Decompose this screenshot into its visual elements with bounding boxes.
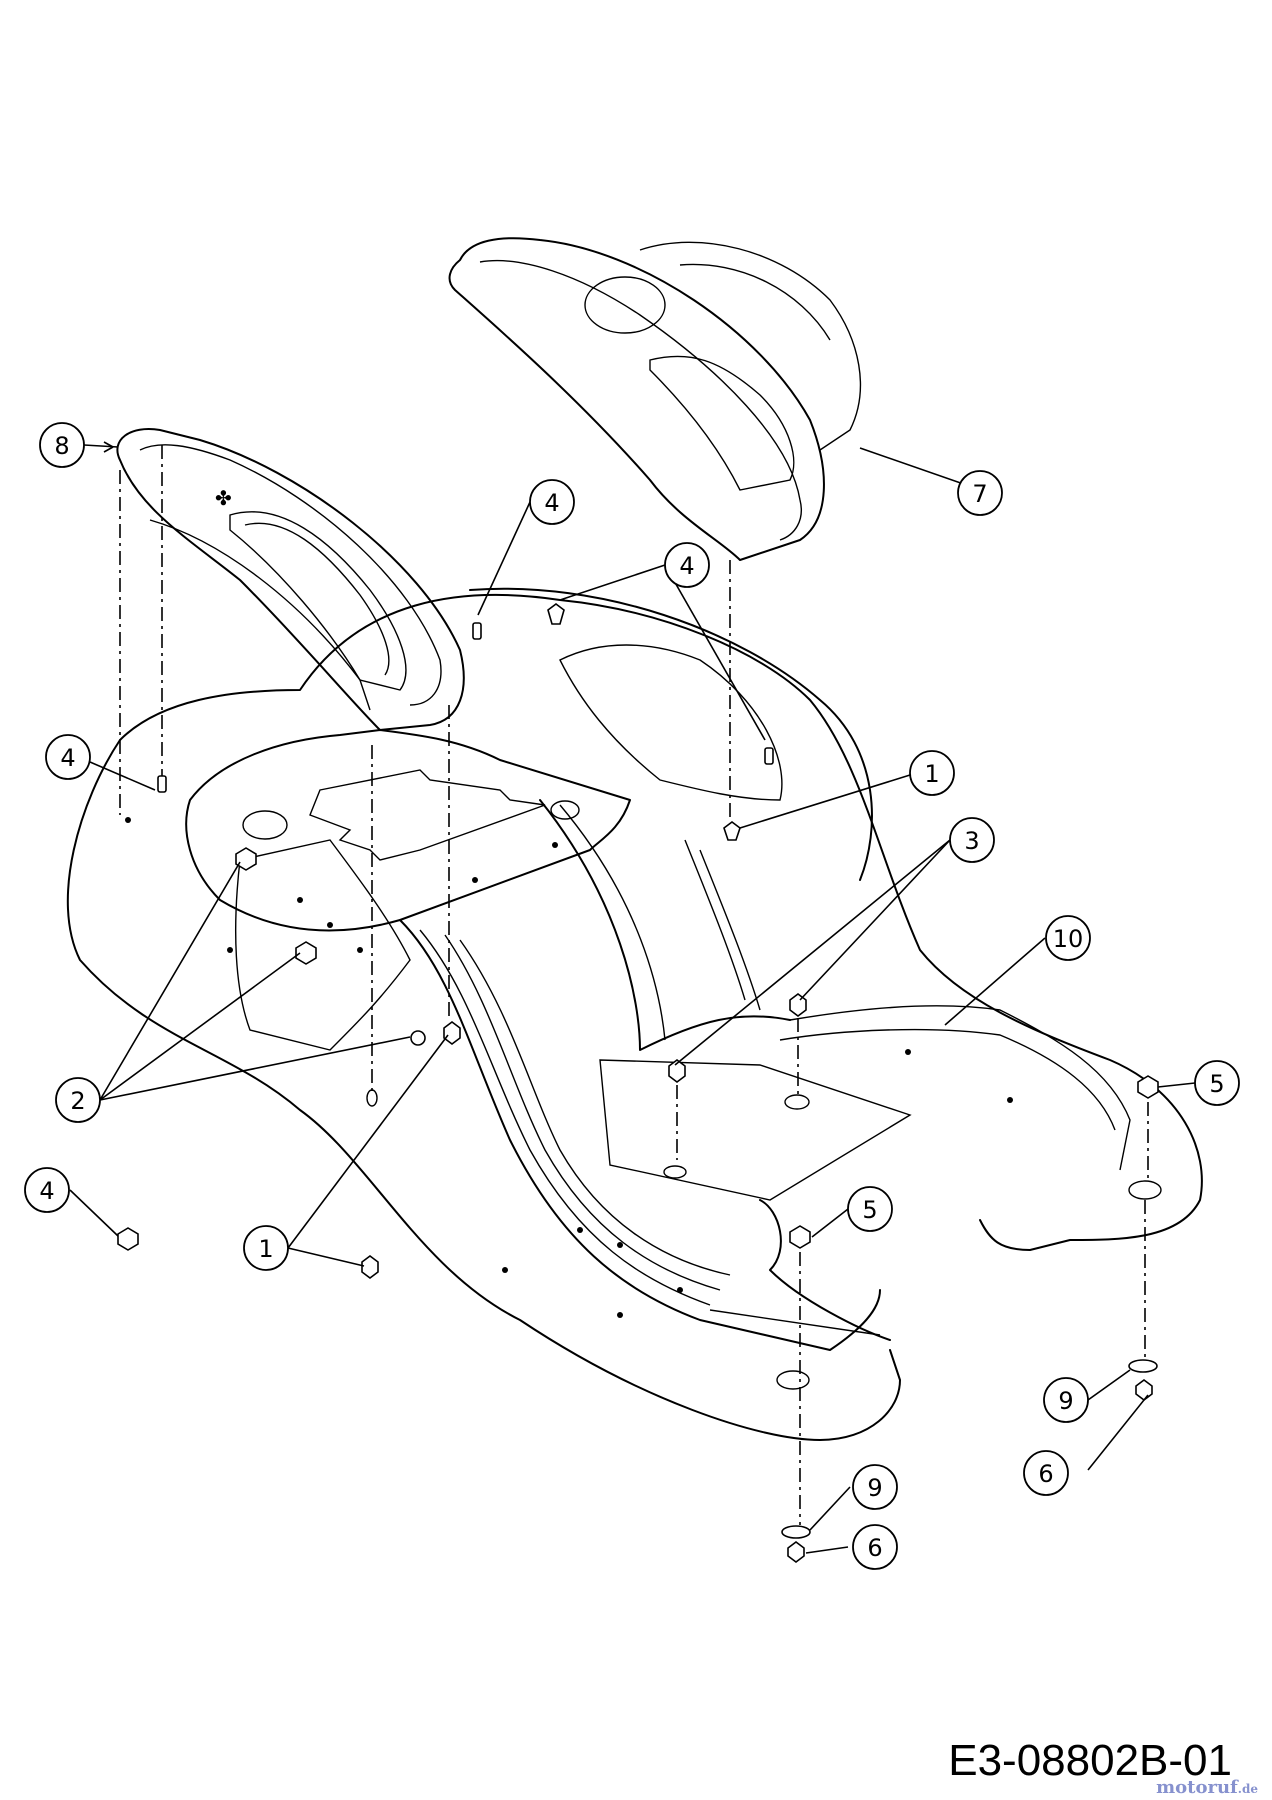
bolt-2-top (235, 847, 257, 871)
callout-5-front: 5 (847, 1186, 893, 1232)
leader-lines (69, 441, 1196, 1554)
svg-text:5: 5 (1209, 1070, 1224, 1098)
watermark-main: motoruf (1156, 1777, 1238, 1798)
pin-4-left (157, 775, 167, 793)
callouts: 8 7 4 4 4 1 3 10 4 2 5 1 5 9 6 9 6 (24, 422, 1240, 1570)
callout-8: 8 (39, 422, 85, 468)
callout-3: 3 (949, 817, 995, 863)
svg-text:3: 3 (964, 827, 979, 855)
bolt-2-mid (295, 941, 317, 965)
svg-text:10: 10 (1053, 925, 1084, 953)
callout-2: 2 (55, 1077, 101, 1123)
svg-text:4: 4 (39, 1177, 54, 1205)
screw-3-left (668, 1059, 686, 1083)
callout-9-front: 9 (852, 1464, 898, 1510)
svg-text:✤: ✤ (215, 486, 232, 510)
watermark-suffix: .de (1237, 1782, 1258, 1796)
bolt-4-bottom-left (117, 1227, 139, 1251)
washer-9-rear (1128, 1359, 1158, 1373)
callout-4-lower-left: 4 (24, 1167, 70, 1213)
left-fender-cover-part: ✤ (116, 428, 465, 731)
svg-text:4: 4 (544, 489, 559, 517)
callout-4-left: 4 (45, 734, 91, 780)
svg-text:5: 5 (862, 1196, 877, 1224)
svg-text:9: 9 (1058, 1387, 1073, 1415)
svg-text:1: 1 (924, 760, 939, 788)
svg-text:4: 4 (679, 552, 694, 580)
callout-4-upper-right: 4 (664, 542, 710, 588)
bolt-1-lower (361, 1255, 379, 1279)
pin-4-right (764, 747, 774, 765)
pin-4-center (472, 622, 482, 640)
callout-6-rear: 6 (1023, 1450, 1069, 1496)
svg-text:2: 2 (70, 1087, 85, 1115)
screw-3-right (789, 993, 807, 1017)
pin-4-top (547, 603, 565, 625)
svg-text:4: 4 (60, 744, 75, 772)
callout-6-front: 6 (852, 1524, 898, 1570)
callout-7: 7 (957, 470, 1003, 516)
nut-2-lower (410, 1030, 426, 1046)
svg-text:7: 7 (972, 480, 987, 508)
hardware-group (117, 603, 1159, 1563)
clip-1-right (723, 821, 741, 841)
svg-text:8: 8 (54, 432, 69, 460)
callout-10: 10 (1045, 915, 1091, 961)
watermark-logo: motoruf.de (1156, 1777, 1258, 1798)
nut-6-rear (1135, 1379, 1153, 1401)
callout-4-top: 4 (529, 479, 575, 525)
svg-text:6: 6 (1038, 1460, 1053, 1488)
svg-text:1: 1 (258, 1235, 273, 1263)
bolt-5-front (789, 1225, 811, 1249)
svg-text:9: 9 (867, 1474, 882, 1502)
callout-5-rear: 5 (1194, 1060, 1240, 1106)
svg-text:6: 6 (867, 1534, 882, 1562)
bolt-5-rear (1137, 1075, 1159, 1099)
bolt-1-upper (443, 1021, 461, 1045)
nut-6-front (787, 1541, 805, 1563)
callout-1-lower: 1 (243, 1225, 289, 1271)
assembly-lines (119, 445, 1149, 1525)
drawing-code: E3-08802B-01 (948, 1736, 1232, 1785)
callout-9-rear: 9 (1043, 1377, 1089, 1423)
body-fender-part (66, 587, 1203, 1441)
callout-1-right: 1 (909, 750, 955, 796)
right-fender-cover-part (448, 237, 862, 561)
washer-9-front (781, 1525, 811, 1539)
